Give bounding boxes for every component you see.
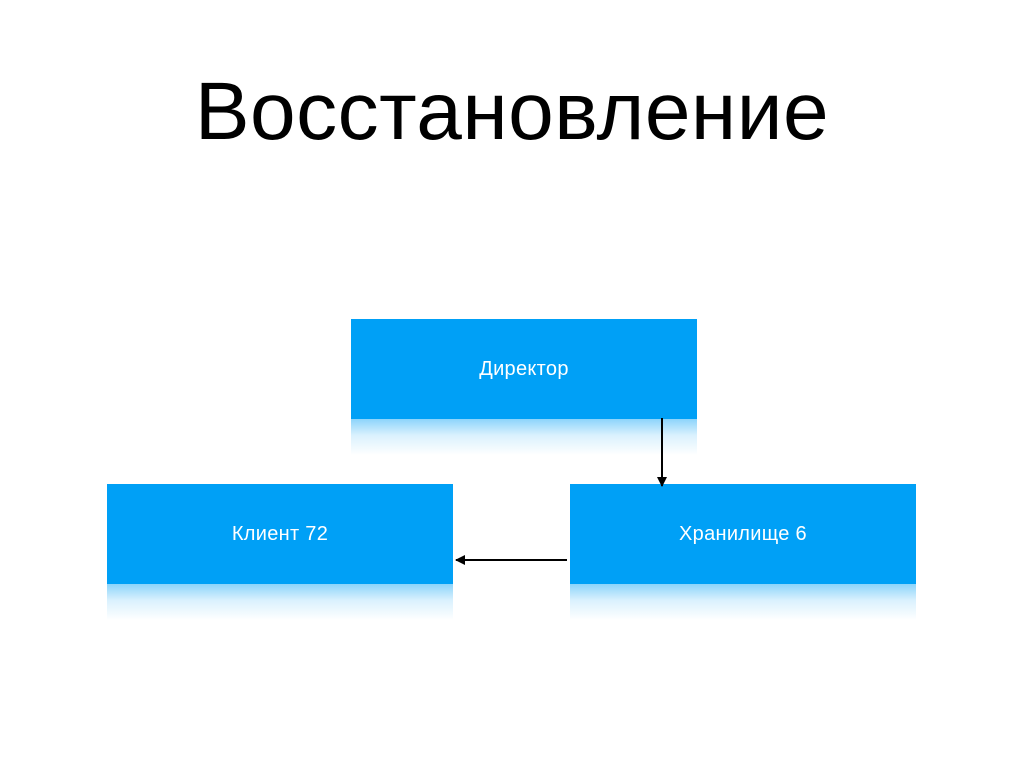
node-director-label: Директор [479, 357, 569, 380]
node-client-reflection [107, 584, 453, 620]
node-storage-reflection [570, 584, 916, 620]
node-client: Клиент 72 [107, 484, 453, 584]
node-director-reflection [351, 419, 697, 455]
node-storage-label: Хранилище 6 [679, 522, 807, 545]
node-client-label: Клиент 72 [231, 522, 329, 545]
node-storage: Хранилище 6 [570, 484, 916, 584]
node-director: Директор [351, 319, 697, 419]
slide-title: Восстановление [194, 66, 830, 157]
